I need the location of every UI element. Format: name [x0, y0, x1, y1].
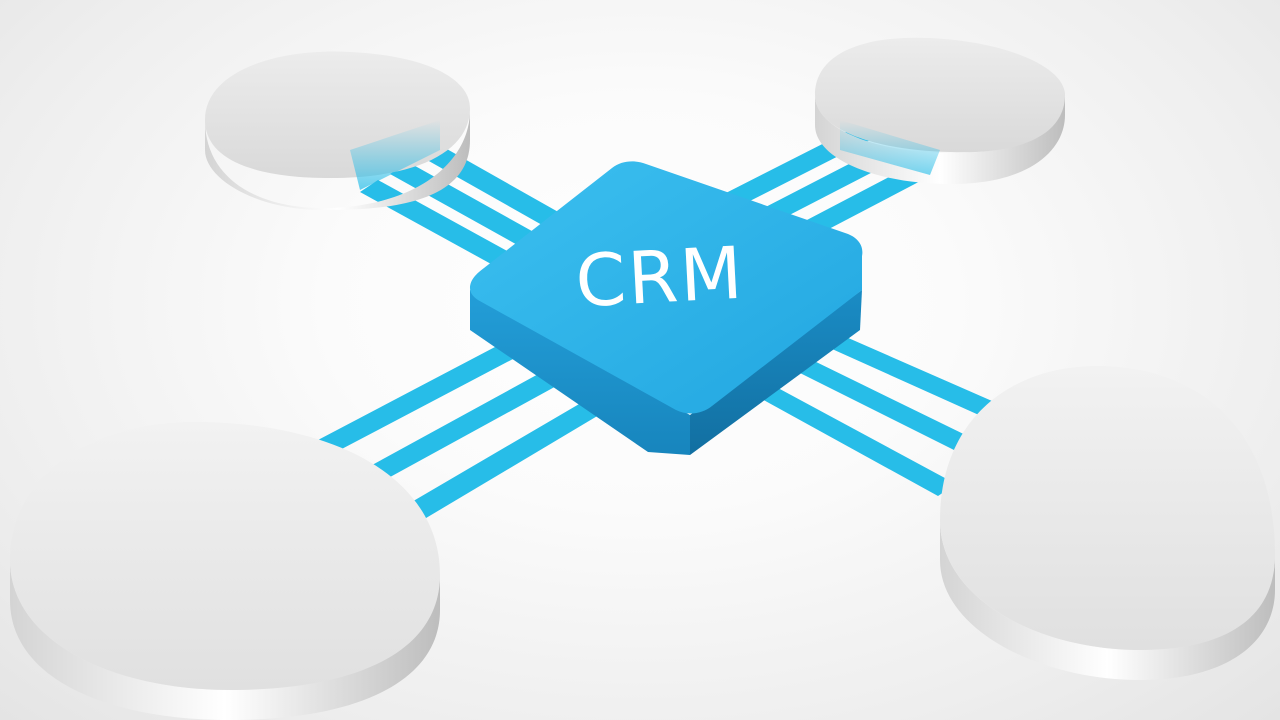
node-top — [205, 51, 470, 178]
node-top — [940, 365, 1275, 650]
connector-strip — [398, 400, 604, 524]
connector-lower-right — [760, 330, 1008, 496]
connector-strip — [812, 330, 1008, 420]
connector-strip — [318, 338, 530, 452]
node-side — [10, 560, 440, 720]
connector-strip — [790, 358, 984, 456]
connector-strip — [784, 166, 930, 242]
hub-top — [470, 161, 863, 414]
hub-side-right — [690, 290, 862, 455]
connector-lower-left — [318, 338, 604, 524]
node-bottom-right — [940, 365, 1275, 680]
connector-glow — [840, 120, 940, 175]
node-top-right — [815, 37, 1065, 185]
crm-hub: CRM — [470, 161, 863, 455]
connector-strip — [760, 388, 956, 496]
hub-label: CRM — [574, 231, 747, 324]
connector-strip — [352, 372, 560, 488]
node-top — [815, 37, 1065, 153]
node-side — [940, 520, 1275, 680]
node-top — [10, 421, 440, 690]
hub-side-left — [470, 290, 690, 455]
node-top-left — [205, 51, 470, 211]
node-bottom-left — [10, 421, 440, 720]
connector-glow — [350, 120, 440, 190]
node-side — [815, 90, 1065, 185]
